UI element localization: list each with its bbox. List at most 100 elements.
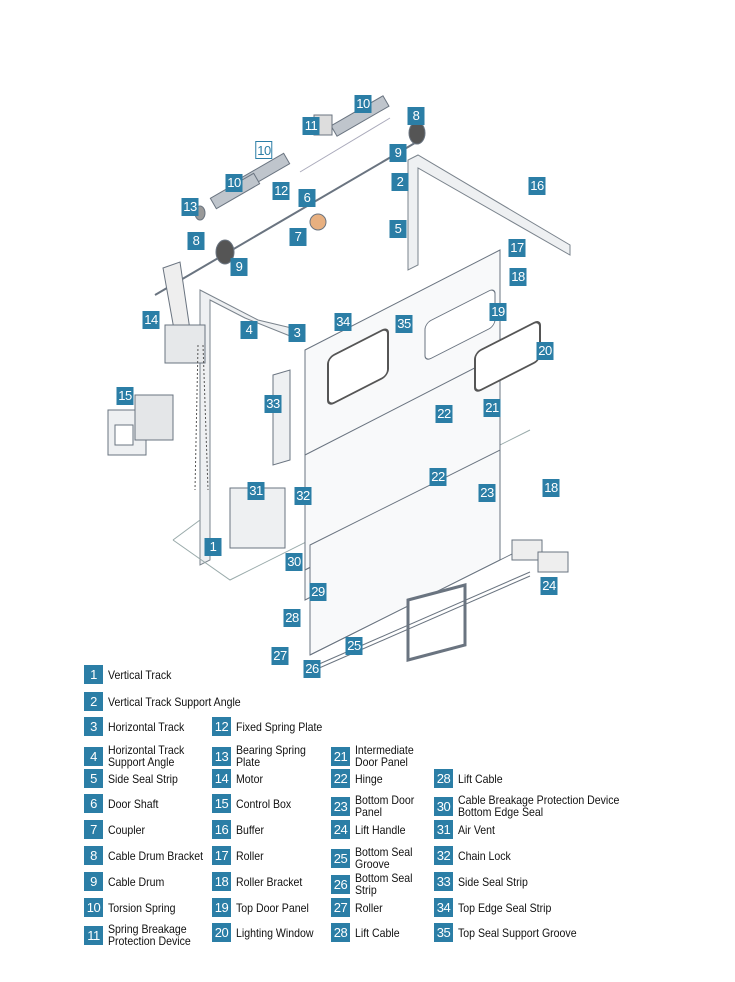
legend-item: 9 Cable Drum: [84, 872, 172, 891]
legend-label: Top Door Panel: [236, 900, 309, 915]
legend-number-badge: 20: [212, 923, 231, 942]
legend-label: Cable Breakage Protection Device Bottom …: [458, 793, 620, 819]
legend-number-badge: 9: [84, 872, 103, 891]
callout-vertical-track-support: 2: [391, 173, 409, 191]
legend-number-badge: 33: [434, 872, 453, 891]
legend-label: Vertical Track: [108, 667, 172, 682]
callout-lift-handle: 24: [540, 577, 558, 595]
legend-item: 24 Lift Handle: [331, 820, 412, 839]
legend-label: Roller: [355, 900, 383, 915]
legend-number-badge: 4: [84, 746, 103, 766]
legend-number-badge: 28: [434, 769, 453, 788]
legend-number-badge: 10: [84, 898, 103, 917]
legend-item: 32 Chain Lock: [434, 846, 518, 865]
legend-number-badge: 32: [434, 846, 453, 865]
legend-number-badge: 17: [212, 846, 231, 865]
motor-and-control: [107, 261, 209, 491]
legend-label: Top Seal Support Groove: [458, 925, 577, 940]
legend-label: Coupler: [108, 822, 145, 837]
callout-side-seal-strip: 33: [264, 395, 282, 413]
legend-label: Air Vent: [458, 822, 495, 837]
legend-label: Hinge: [355, 771, 383, 786]
callout-torsion-spring: 10: [225, 174, 243, 192]
legend-item: 14 Motor: [212, 769, 267, 788]
legend-label: Bearing Spring Plate: [236, 743, 306, 769]
callout-buffer: 16: [528, 177, 546, 195]
callout-horizontal-track: 3: [288, 324, 306, 342]
legend-number-badge: 31: [434, 820, 453, 839]
legend-number-badge: 14: [212, 769, 231, 788]
garage-door-exploded-diagram: 10 11 8 9 10 10 12 13 6 2 16 7 5 8 9 17 …: [107, 95, 571, 678]
callout-coupler: 7: [289, 228, 307, 246]
legend-label: Vertical Track Support Angle: [108, 694, 241, 709]
legend-label: Cable Drum: [108, 874, 165, 889]
legend-label: Chain Lock: [458, 848, 511, 863]
legend-label: Torsion Spring: [108, 900, 176, 915]
callout-bottom-door-panel: 23: [478, 484, 496, 502]
legend-number-badge: 3: [84, 717, 103, 736]
legend-label: Spring Breakage Protection Device: [108, 922, 191, 948]
legend-number-badge: 5: [84, 769, 103, 788]
legend-number-badge: 8: [84, 846, 103, 865]
legend-label: Lighting Window: [236, 925, 314, 940]
callout-hinge: 22: [429, 468, 447, 486]
legend-label: Lift Cable: [355, 925, 400, 940]
legend-item: 12 Fixed Spring Plate: [212, 717, 334, 736]
legend-number-badge: 21: [331, 746, 350, 766]
legend-number-badge: 15: [212, 794, 231, 813]
legend-label: Motor: [236, 771, 264, 786]
legend-label: Intermediate Door Panel: [355, 743, 414, 769]
tracks: [172, 154, 571, 581]
callout-roller-bracket: 18: [509, 268, 527, 286]
legend-label: Side Seal Strip: [458, 874, 528, 889]
callout-cable-drum: 9: [230, 258, 248, 276]
callout-side-seal-strip: 5: [389, 220, 407, 238]
legend-number-badge: 23: [331, 796, 350, 816]
callout-cable-breakage-device: 30: [285, 553, 303, 571]
legend-number-badge: 16: [212, 820, 231, 839]
callout-roller: 17: [508, 239, 526, 257]
callout-top-seal-groove: 35: [395, 315, 413, 333]
legend-item: 16 Buffer: [212, 820, 268, 839]
callout-air-vent: 31: [247, 482, 265, 500]
callout-torsion-spring: 10: [255, 141, 273, 159]
legend-label: Bottom Seal Strip: [355, 871, 413, 897]
legend-label: Lift Handle: [355, 822, 406, 837]
callout-lighting-window: 20: [536, 342, 554, 360]
legend-number-badge: 7: [84, 820, 103, 839]
callout-motor: 14: [142, 311, 160, 329]
callout-cable-drum: 9: [389, 144, 407, 162]
legend-number-badge: 18: [212, 872, 231, 891]
legend-number-badge: 13: [212, 746, 231, 766]
callout-horizontal-track-support: 4: [240, 321, 258, 339]
callout-vertical-track: 1: [204, 538, 222, 556]
legend-number-badge: 24: [331, 820, 350, 839]
callout-intermediate-panel: 21: [483, 399, 501, 417]
legend-label: Horizontal Track Support Angle: [108, 743, 185, 769]
callout-roller: 27: [271, 647, 289, 665]
legend-number-badge: 25: [331, 848, 350, 868]
legend-label: Buffer: [236, 822, 264, 837]
legend-label: Bottom Door Panel: [355, 793, 415, 819]
callout-spring-breakage-device: 11: [302, 117, 320, 135]
legend-number-badge: 12: [212, 717, 231, 736]
legend-label: Bottom Seal Groove: [355, 845, 413, 871]
legend-item: 33 Side Seal Strip: [434, 872, 537, 891]
legend-label: Fixed Spring Plate: [236, 719, 323, 734]
callout-chain-lock: 32: [294, 487, 312, 505]
callout-bottom-seal-strip: 26: [303, 660, 321, 678]
